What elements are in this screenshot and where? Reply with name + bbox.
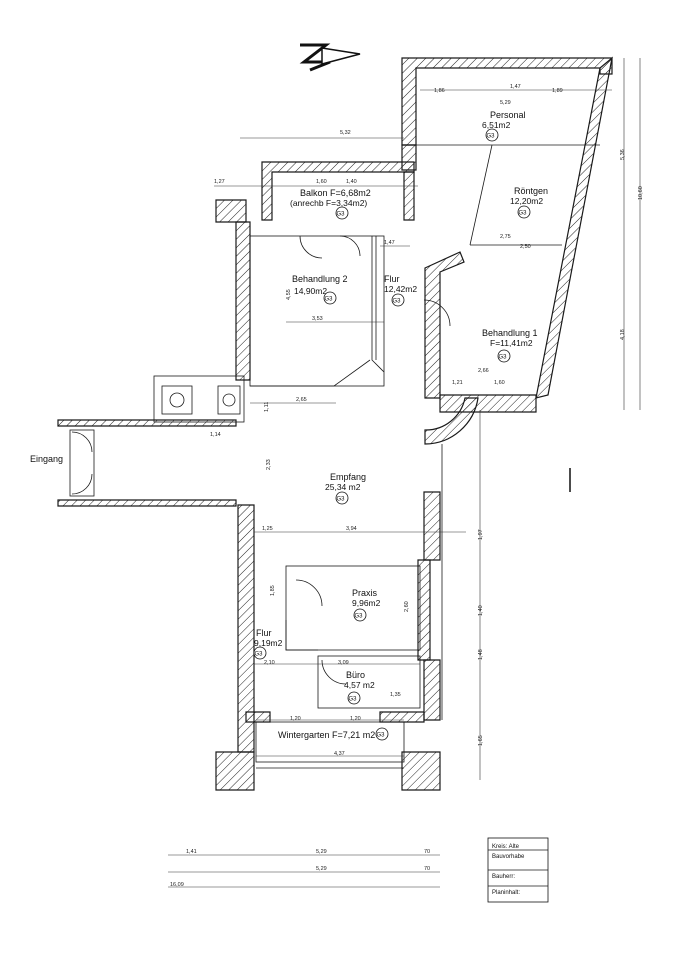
room-area: 12,20m2 [510,196,543,206]
room-name: Büro [346,670,365,680]
dim-label: 70 [424,866,430,872]
dim-label: 1,27 [214,179,225,185]
dim-label: 1,40 [346,179,357,185]
dim-label: 1,86 [434,88,445,94]
dim-label: 1,20 [350,716,361,722]
dim-label: 5,29 [316,849,327,855]
dim-label: 2,50 [520,244,531,250]
dim-label: 1,97 [478,529,484,540]
dim-label: 1,89 [552,88,563,94]
room-code: G3 [349,697,358,703]
dim-label: 5,29 [500,100,511,106]
dim-label: 1,41 [186,849,197,855]
dim-label: 1,11 [264,402,270,412]
dim-label: 1,20 [290,716,301,722]
interior-walls [69,144,600,769]
room-code: G3 [255,652,264,658]
dim-label: 1,25 [262,526,273,532]
dim-label: 70 [424,849,430,855]
room-name: Behandlung 1 [482,328,538,338]
dim-label: 1,47 [384,240,395,246]
dim-label: 4,55 [286,289,292,300]
dim-label: 2,66 [478,368,489,374]
dim-label: 2,60 [404,601,410,612]
room-empfang: Empfang 25,34 m2 G3 [325,472,366,505]
room-code: G3 [377,733,386,739]
exterior-walls [57,56,613,791]
title-planinhalt: Planinhalt: [492,890,520,896]
room-name: Wintergarten F=7,21 m2 [278,730,375,740]
room-code: G3 [325,297,334,303]
dim-label: 3,09 [338,660,349,666]
room-behandlung-2: Behandlung 2 14,90m2 G3 [292,274,348,305]
title-block: Kreis: Alte Bauvorhabe Bauherr: Planinha… [487,837,549,903]
room-balkon: Balkon F=6,68m2 (anrechb F=3,34m2) G3 [290,188,371,220]
dim-label: 10,60 [638,186,644,200]
dim-label: 1,48 [478,649,484,660]
title-bauherr: Bauherr: [492,874,515,880]
room-name: Praxis [352,588,378,598]
dim-label: 2,75 [500,234,511,240]
room-name: Balkon F=6,68m2 [300,188,371,198]
dim-label: 1,60 [494,380,505,386]
room-area: 4,57 m2 [344,680,375,690]
room-name: Behandlung 2 [292,274,348,284]
dim-label: 1,21 [452,380,463,386]
room-name: Flur [256,628,272,638]
room-area: (anrechb F=3,34m2) [290,198,367,208]
dim-label: 1,65 [478,735,484,746]
room-wintergarten: Wintergarten F=7,21 m2 G3 [278,727,389,741]
room-flur-2: Flur 9,19m2 G3 [253,628,283,660]
title-bauvorhaben: Bauvorhabe [492,854,525,860]
dim-label: 3,53 [312,316,323,322]
dim-label: 1,60 [316,179,327,185]
room-area: 14,90m2 [294,286,327,296]
room-name: Empfang [330,472,366,482]
dim-label: 4,37 [334,751,345,757]
room-area: 12,42m2 [384,284,417,294]
dim-label: 5,32 [340,130,351,136]
room-area: F=11,41m2 [490,338,533,348]
dim-label: 5,36 [620,149,626,160]
dim-label: 1,40 [478,605,484,616]
room-personal: Personal 6,51m2 G3 [482,110,526,142]
dimension-labels: 5,32 1,27 1,60 1,40 5,29 1,86 1,89 1,47 … [170,84,644,888]
room-area: 9,19m2 [254,638,283,648]
room-area: 9,96m2 [352,598,381,608]
room-code: G3 [337,212,346,218]
entrance-label: Eingang [30,454,63,464]
room-code: G3 [499,355,508,361]
dim-label: 16,09 [170,882,184,888]
dim-label: 2,33 [266,459,272,470]
room-buero: Büro 4,57 m2 G3 [344,670,375,705]
room-code: G3 [337,497,346,503]
room-code: G3 [487,134,496,140]
room-flur-1: Flur 12,42m2 G3 [384,274,417,307]
dim-label: 2,10 [264,660,275,666]
title-kreis: Kreis: Alte [492,844,520,850]
dim-label: 1,85 [270,585,276,596]
dim-label: 4,18 [620,329,626,340]
room-name: Flur [384,274,400,284]
room-area: 25,34 m2 [325,482,361,492]
dim-label: 1,47 [510,84,521,90]
dimension-lines [168,58,641,888]
dim-label: 5,29 [316,866,327,872]
dim-label: 2,65 [296,397,307,403]
dim-label: 1,14 [210,432,221,438]
room-name: Röntgen [514,186,548,196]
room-area: 6,51m2 [482,120,511,130]
north-arrow-icon [299,43,361,72]
dim-label: 3,94 [346,526,357,532]
room-roentgen: Röntgen 12,20m2 G3 [510,186,548,219]
room-code: G3 [393,299,402,305]
room-praxis: Praxis 9,96m2 G3 [352,588,381,622]
dim-label: 1,35 [390,692,401,698]
room-code: G3 [355,614,364,620]
room-code: G3 [519,211,528,217]
room-behandlung-1: Behandlung 1 F=11,41m2 G3 [482,328,538,363]
room-name: Personal [490,110,526,120]
